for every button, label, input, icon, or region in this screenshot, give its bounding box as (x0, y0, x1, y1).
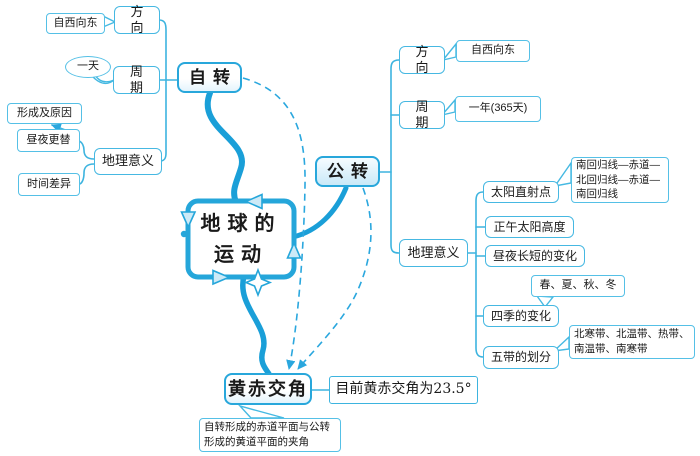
main-flow-curves (204, 90, 349, 377)
node-five-zones: 五带的划分 (483, 346, 559, 369)
node-revolution-period: 周期 (399, 99, 445, 130)
note-sun-direct-point: 南回归线—赤道—北回归线—赤道—南回归线 (571, 157, 669, 203)
note-current-obliquity: 目前黄赤交角为23.5° (329, 376, 478, 404)
node-seasons-change: 四季的变化 (483, 305, 559, 327)
note-obliquity-definition: 自转形成的赤道平面与公转形成的黄道平面的夹角 (199, 418, 341, 452)
node-rotation-period: 周期 (113, 64, 160, 95)
note-seasons: 春、夏、秋、冬 (531, 275, 625, 297)
cycle-arrow-left-icon (244, 193, 263, 210)
cycle-arrow-down-icon (180, 211, 197, 229)
note-revolution-direction: 自西向东 (456, 40, 530, 62)
node-revolution: 公转 (315, 156, 380, 187)
node-rotation-meaning: 地理意义 (94, 148, 162, 175)
dot-icon (180, 230, 188, 238)
note-rotation-period: 一天 (65, 56, 111, 78)
note-time-difference: 时间差异 (18, 173, 80, 196)
central-topic-line1: 地球的 (200, 213, 282, 235)
node-noon-sun-height: 正午太阳高度 (485, 216, 574, 238)
star-icon (243, 267, 273, 298)
cycle-arrow-up-icon (286, 240, 302, 259)
note-formation-reason: 形成及原因 (7, 103, 82, 124)
node-revolution-direction: 方向 (399, 44, 445, 75)
note-five-zones: 北寒带、北温带、热带、南温带、南寒带 (569, 325, 695, 359)
note-rotation-direction: 自西向东 (46, 13, 105, 34)
central-topic-line2: 运动 (214, 244, 268, 266)
node-daynight-length-change: 昼夜长短的变化 (485, 245, 585, 267)
node-rotation-direction: 方向 (114, 4, 160, 35)
node-revolution-meaning: 地理意义 (399, 239, 468, 267)
revolution-branch-connectors (378, 42, 572, 358)
central-cycle-arrows (180, 193, 302, 298)
note-daynight-alternation: 昼夜更替 (17, 129, 80, 152)
node-obliquity: 黄赤交角 (224, 373, 312, 405)
note-revolution-period: 一年(365天) (455, 96, 541, 122)
note-pointer (237, 404, 285, 419)
dashed-relation-curves (242, 77, 372, 371)
cycle-arrow-right-icon (212, 269, 232, 286)
central-topic: 地球的 运动 (192, 209, 290, 271)
node-rotation: 自转 (177, 62, 242, 93)
node-sun-direct-point: 太阳直射点 (483, 181, 559, 203)
